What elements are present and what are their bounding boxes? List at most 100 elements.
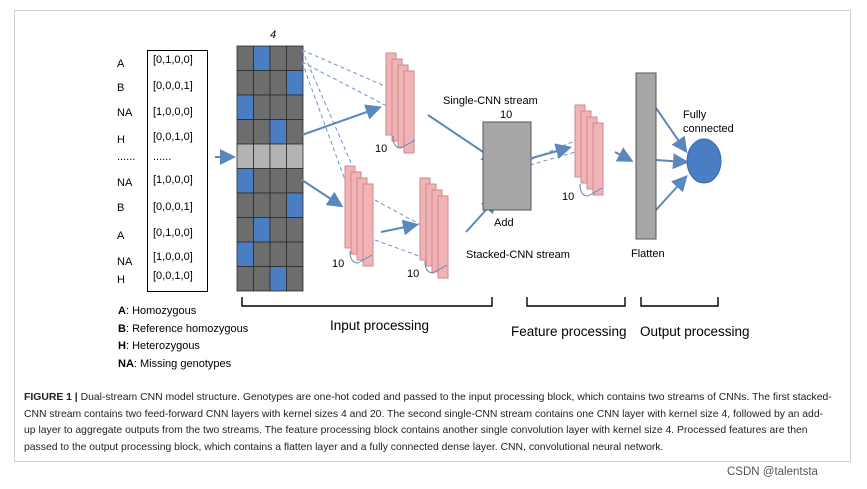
matrix-cell: [286, 192, 304, 218]
genotype-code: [1,0,0,0]: [153, 174, 193, 186]
matrix-cell: [286, 119, 304, 145]
genotype-row-label: A: [117, 58, 125, 70]
matrix-cell: [236, 143, 254, 169]
kernel-size-label: 4: [270, 29, 276, 41]
matrix-cell: [253, 192, 271, 218]
matrix-cell: [286, 241, 304, 267]
genotype-legend: A: Homozygous B: Reference homozygous H:…: [118, 303, 248, 373]
genotype-code: [1,0,0,0]: [153, 106, 193, 118]
matrix-cell: [269, 119, 287, 145]
matrix-cell: [236, 217, 254, 243]
cnn-layer-stack: 10: [375, 52, 416, 155]
layer-size-brace: [392, 135, 416, 149]
layer-size-brace: [579, 183, 603, 197]
fully-connected-label-2: connected: [683, 123, 734, 135]
genotype-row-label: B: [117, 82, 125, 94]
genotype-code-box: [147, 50, 208, 292]
fully-connected-node: [686, 138, 722, 184]
matrix-cell: [286, 143, 304, 169]
matrix-cell: [253, 94, 271, 120]
layer-size-brace: [349, 250, 373, 264]
genotype-row-label: A: [117, 230, 125, 242]
matrix-cell: [236, 94, 254, 120]
one-hot-matrix: [236, 45, 304, 292]
matrix-cell: [269, 217, 287, 243]
matrix-cell: [286, 217, 304, 243]
genotype-row-label: NA: [117, 107, 133, 119]
layer-size-brace: [424, 260, 448, 274]
matrix-cell: [269, 266, 287, 292]
single-cnn-stream-label: Single-CNN stream: [443, 95, 538, 107]
figure-frame: [14, 10, 851, 462]
legend-item-na: NA: Missing genotypes: [118, 357, 232, 370]
matrix-cell: [253, 168, 271, 194]
legend-item-b: B: Reference homozygous: [118, 322, 249, 335]
genotype-row-label: B: [117, 202, 125, 214]
matrix-cell: [253, 266, 271, 292]
layer-size-label: 10: [332, 258, 344, 270]
cnn-layer-stack: 10: [562, 104, 604, 203]
matrix-cell: [253, 143, 271, 169]
matrix-cell: [269, 45, 287, 71]
genotype-code: [0,0,0,1]: [153, 201, 193, 213]
figure-caption: FIGURE 1 | Dual-stream CNN model structu…: [24, 390, 834, 456]
input-processing-label: Input processing: [330, 318, 429, 333]
matrix-cell: [269, 241, 287, 267]
matrix-cell: [286, 168, 304, 194]
matrix-cell: [253, 119, 271, 145]
genotype-row-label: H: [117, 274, 125, 286]
matrix-cell: [236, 45, 254, 71]
genotype-code: [0,0,1,0]: [153, 270, 193, 282]
section-brackets: [241, 297, 719, 307]
watermark: CSDN @talentsta: [727, 466, 818, 478]
genotype-row-label: NA: [117, 256, 133, 268]
matrix-cell: [269, 192, 287, 218]
matrix-cell: [253, 217, 271, 243]
cnn-layer: [592, 122, 604, 196]
matrix-cell: [236, 241, 254, 267]
matrix-cell: [236, 168, 254, 194]
layer-size-label: 10: [407, 268, 419, 280]
genotype-code: [1,0,0,0]: [153, 251, 193, 263]
matrix-cell: [253, 70, 271, 96]
caption-text: Dual-stream CNN model structure. Genotyp…: [24, 392, 832, 453]
cnn-layer: [437, 195, 449, 279]
matrix-cell: [269, 94, 287, 120]
matrix-cell: [286, 94, 304, 120]
genotype-code: [0,0,0,1]: [153, 80, 193, 92]
legend-item-h: H: Heterozygous: [118, 340, 200, 352]
genotype-code: [0,1,0,0]: [153, 54, 193, 66]
matrix-cell: [286, 266, 304, 292]
add-layer-box: [482, 121, 532, 211]
legend-item-a: A: Homozygous: [118, 305, 197, 317]
layer-size-label: 10: [375, 143, 387, 155]
matrix-cell: [236, 192, 254, 218]
cnn-layer-stack: 10: [407, 177, 449, 280]
stacked-cnn-stream-label: Stacked-CNN stream: [466, 249, 570, 261]
cnn-layer: [362, 183, 374, 267]
matrix-cell: [236, 119, 254, 145]
add-label: Add: [494, 217, 514, 229]
feature-processing-label: Feature processing: [511, 324, 627, 339]
genotype-code: ......: [153, 151, 172, 163]
genotype-code: [0,1,0,0]: [153, 227, 193, 239]
cnn-layer: [403, 70, 415, 154]
genotype-row-label: NA: [117, 177, 133, 189]
genotype-row-label: ......: [117, 151, 136, 163]
matrix-cell: [286, 45, 304, 71]
flatten-label: Flatten: [631, 248, 665, 260]
matrix-cell: [253, 241, 271, 267]
flatten-layer-box: [635, 72, 657, 240]
genotype-code: [0,0,1,0]: [153, 131, 193, 143]
output-processing-label: Output processing: [640, 324, 750, 339]
matrix-cell: [269, 143, 287, 169]
cnn-layer-stack: 10: [332, 165, 374, 270]
matrix-cell: [236, 266, 254, 292]
matrix-cell: [269, 70, 287, 96]
caption-label: FIGURE 1 |: [24, 392, 78, 403]
layer-size-label: 10: [562, 191, 574, 203]
genotype-row-label: H: [117, 134, 125, 146]
add-size-label: 10: [500, 109, 512, 121]
matrix-cell: [269, 168, 287, 194]
